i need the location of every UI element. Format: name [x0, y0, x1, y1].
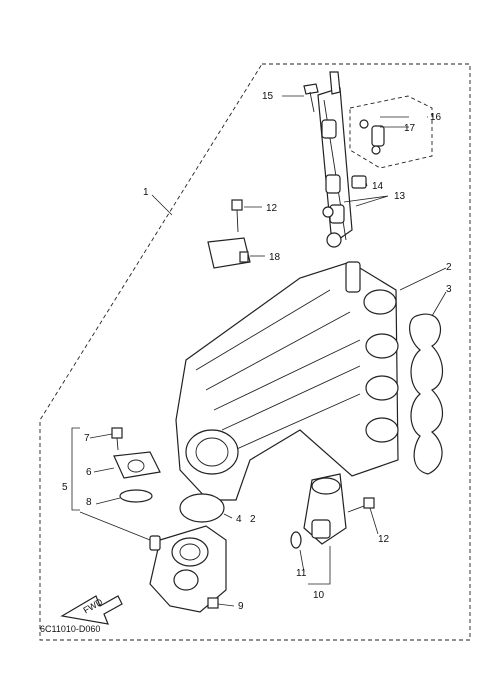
fuel-rail — [317, 71, 353, 248]
o-ring-11 — [290, 531, 302, 549]
screw-7 — [111, 427, 123, 451]
callout-2-lower: 2 — [250, 514, 256, 525]
callout-17: 17 — [404, 123, 416, 134]
callout-8: 8 — [86, 497, 92, 508]
intake-manifold — [175, 261, 399, 501]
callout-14: 14 — [372, 181, 384, 192]
diagram-code: 6C11010-D060 — [40, 624, 100, 634]
throttle-sensor-6 — [113, 451, 161, 479]
callout-2: 2 — [446, 262, 452, 273]
callout-18: 18 — [269, 252, 281, 263]
bolt-15 — [303, 83, 319, 113]
gasket-3 — [409, 313, 444, 475]
callout-10: 10 — [313, 590, 325, 601]
callout-6: 6 — [86, 467, 92, 478]
bolt-12-top — [231, 199, 243, 233]
o-ring-8 — [119, 489, 153, 503]
sensor-14 — [351, 175, 367, 189]
sensor-group-outline — [349, 95, 433, 169]
callout-12-right: 12 — [378, 534, 390, 545]
throttle-body — [149, 525, 227, 613]
bolt-12-right — [347, 497, 375, 513]
sensor-17 — [359, 119, 385, 155]
callout-16: 16 — [430, 112, 442, 123]
fwd-arrow — [60, 595, 123, 625]
callout-4: 4 — [236, 514, 242, 525]
screw-9 — [207, 597, 219, 609]
callout-11: 11 — [296, 568, 307, 579]
callout-9: 9 — [238, 601, 244, 612]
callout-3: 3 — [446, 284, 452, 295]
callout-12-top: 12 — [266, 203, 278, 214]
leader-lines — [71, 95, 447, 607]
callout-5: 5 — [62, 482, 68, 493]
idle-control-valve-10 — [303, 473, 347, 545]
callout-1: 1 — [143, 187, 149, 198]
gasket-4 — [179, 493, 225, 523]
sensor-18 — [207, 237, 251, 269]
callout-15: 15 — [262, 91, 274, 102]
callout-7: 7 — [84, 433, 90, 444]
callout-13: 13 — [394, 191, 406, 202]
